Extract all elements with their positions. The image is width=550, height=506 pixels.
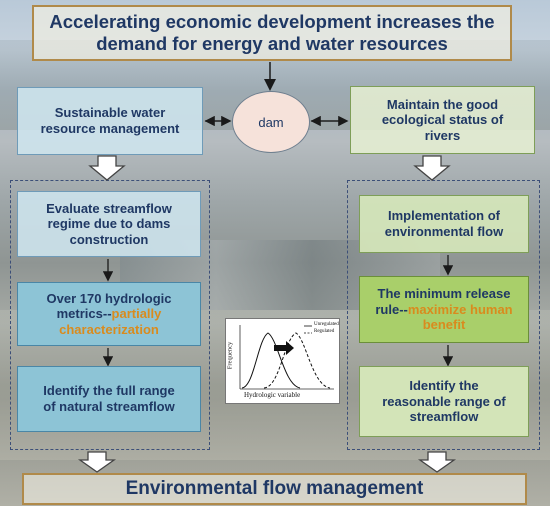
right-top-line-3: rivers [424, 127, 461, 143]
hollow-arrow-right-top [413, 155, 451, 181]
title-box: Accelerating economic development increa… [32, 5, 512, 61]
left-dashed-group [10, 180, 210, 450]
title-line-1: Accelerating economic development increa… [49, 10, 495, 32]
hollow-arrow-left-bottom [77, 451, 117, 473]
regulated-curve [263, 332, 331, 389]
title-line-2: demand for energy and water resources [96, 33, 448, 54]
right-box-2-line-2a: rule-- [375, 301, 408, 317]
unregulated-curve [241, 332, 301, 389]
right-box-3-line-2: reasonable range of [382, 393, 506, 409]
footer-label: Environmental flow management [125, 477, 424, 499]
left-box-2: Over 170 hydrologic metrics--partially c… [17, 282, 201, 346]
left-box-2-line-2a: metrics-- [56, 306, 112, 322]
left-box-1-line-2: regime due to dams [47, 216, 171, 232]
inset-legend-unregulated: Unregulated [314, 322, 339, 327]
footer-box: Environmental flow management [22, 473, 527, 505]
dam-label: dam [258, 114, 284, 130]
right-top-box: Maintain the good ecological status of r… [350, 86, 535, 154]
right-box-1-line-1: Implementation of [388, 208, 500, 224]
left-box-2-highlight-b: characterization [59, 321, 159, 337]
left-box-3-line-1: Identify the full range [43, 383, 175, 399]
right-box-1: Implementation of environmental flow [359, 195, 529, 253]
left-top-line-1: Sustainable water [54, 105, 166, 121]
right-box-3: Identify the reasonable range of streamf… [359, 366, 529, 437]
dam-ellipse: dam [232, 91, 310, 153]
left-top-box: Sustainable water resource management [17, 87, 203, 155]
left-box-1: Evaluate streamflow regime due to dams c… [17, 191, 201, 257]
right-box-2-highlight-b: benefit [422, 317, 466, 333]
hollow-arrow-left-top [88, 155, 126, 181]
right-top-line-1: Maintain the good [386, 96, 499, 112]
inset-frequency-chart: Unregulated Regulated Frequency Hydrolog… [225, 318, 340, 404]
right-top-line-2: ecological status of [381, 112, 504, 128]
right-box-2: The minimum release rule--maximize human… [359, 276, 529, 343]
left-box-1-line-1: Evaluate streamflow [46, 200, 172, 216]
hollow-arrow-right-bottom [417, 451, 457, 473]
right-box-2-line-1: The minimum release [377, 286, 511, 302]
right-box-2-highlight-a: maximize human [407, 301, 513, 317]
inset-x-label: Hydrologic variable [244, 391, 301, 399]
right-box-1-line-2: environmental flow [384, 224, 504, 239]
right-box-3-line-3: streamflow [409, 409, 479, 425]
inset-legend-regulated: Regulated [314, 329, 335, 334]
inset-y-label: Frequency [226, 341, 234, 370]
left-box-3-line-2: of natural streamflow [43, 399, 175, 414]
right-box-2-line-2: rule--maximize human [375, 302, 512, 318]
left-box-1-line-3: construction [69, 231, 149, 247]
inset-chart-svg [239, 325, 334, 390]
left-box-2-line-2: metrics--partially [57, 306, 162, 322]
right-dashed-group [347, 180, 540, 450]
left-top-line-2: resource management [40, 121, 180, 136]
left-box-2-line-1: Over 170 hydrologic [46, 290, 172, 306]
left-box-3: Identify the full range of natural strea… [17, 366, 201, 432]
shift-arrow-icon [274, 341, 294, 355]
left-box-2-highlight-a: partially [111, 306, 162, 322]
right-box-3-line-1: Identify the [409, 378, 479, 394]
